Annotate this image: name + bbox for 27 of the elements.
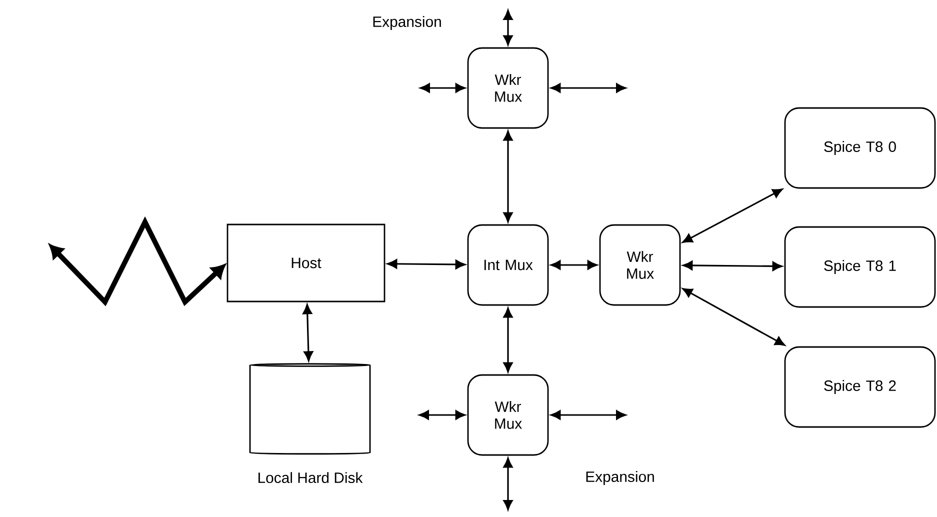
- zigzag-arrow: [50, 216, 226, 306]
- arrow: [682, 288, 786, 346]
- arrow: [503, 308, 513, 372]
- arrow: [550, 410, 626, 420]
- arrow: [302, 304, 314, 362]
- arrow: [420, 83, 466, 93]
- mux-box: Wkr Mux: [467, 374, 549, 456]
- arrow: [503, 10, 513, 46]
- disk-cylinder: [249, 363, 371, 455]
- host-box: Host: [226, 224, 386, 302]
- label-text: Expansion: [373, 16, 441, 30]
- arrow: [503, 130, 513, 222]
- processor-box: Spice T8 1: [784, 226, 936, 308]
- arrow: [418, 410, 466, 420]
- arrow: [682, 260, 782, 271]
- mux-box: Wkr Mux: [599, 224, 681, 306]
- label-text: Expansion: [586, 471, 654, 485]
- mux-box: Wkr Mux: [467, 47, 549, 129]
- caption-text: Local Hard Disk: [258, 472, 363, 484]
- arrow: [503, 458, 513, 510]
- mux-box: Int Mux: [467, 224, 549, 306]
- arrow: [550, 260, 598, 270]
- arrow: [387, 259, 466, 270]
- arrow: [682, 188, 783, 243]
- processor-box: Spice T8 0: [784, 107, 936, 189]
- arrow: [550, 83, 626, 93]
- processor-box: Spice T8 2: [784, 346, 936, 428]
